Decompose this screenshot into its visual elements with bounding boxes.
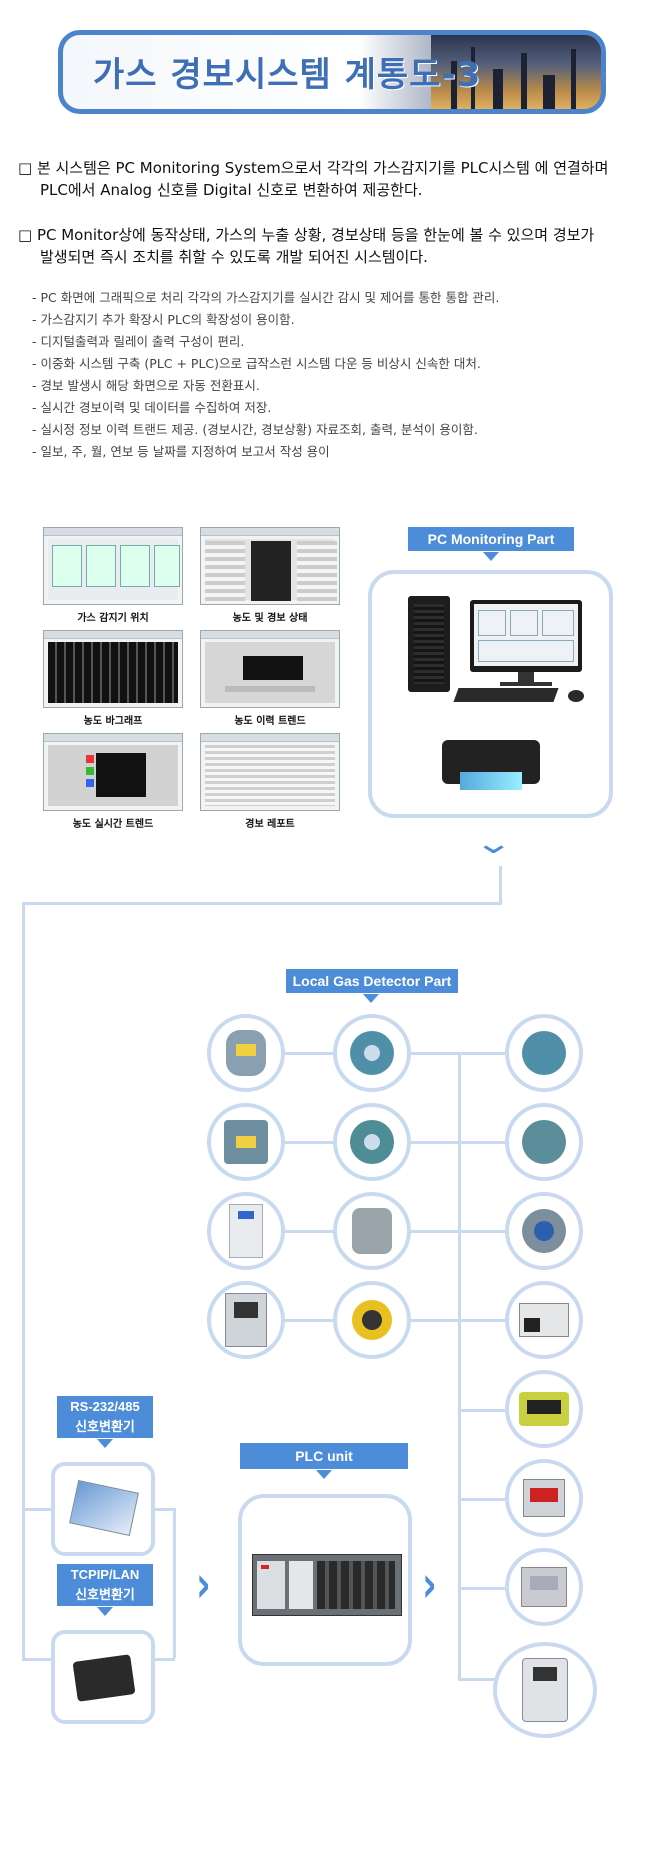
gas-detector-circle	[505, 1281, 583, 1359]
gas-detector-circle	[493, 1642, 597, 1738]
connector-line	[285, 1230, 333, 1233]
screen-caption: 농도 및 경보 상태	[232, 613, 308, 624]
local-detector-label: Local Gas Detector Part	[286, 969, 458, 993]
rs232-label-line-1: RS-232/485	[70, 1399, 140, 1414]
tcpip-converter-label: TCPIP/LAN 신호변환기	[57, 1564, 153, 1606]
connector-line	[458, 1498, 505, 1501]
connector-line	[458, 1587, 505, 1590]
gas-detector-circle	[505, 1548, 583, 1626]
connector-line	[285, 1141, 333, 1144]
rs232-converter-label: RS-232/485 신호변환기	[57, 1396, 153, 1438]
screen-alarm-report	[200, 733, 340, 811]
chevron-right-icon: ›	[422, 1556, 437, 1614]
list-item: - 일보, 주, 월, 연보 등 날짜를 지정하여 보고서 작성 용이	[32, 444, 330, 459]
intro-2-line-1: □ PC Monitor상에 동작상태, 가스의 누출 상황, 경보상태 등을 …	[18, 226, 595, 244]
plc-unit-label: PLC unit	[240, 1443, 408, 1469]
connector-line	[22, 1658, 51, 1661]
gas-detector-circle	[333, 1281, 411, 1359]
connector-line	[22, 1508, 51, 1511]
screen-concentration-history-trend	[200, 630, 340, 708]
pc-monitoring-label: PC Monitoring Part	[408, 527, 574, 551]
list-item: - 이중화 시스템 구축 (PLC + PLC)으로 급작스런 시스템 다운 등…	[32, 356, 481, 371]
gas-detector-circle	[207, 1103, 285, 1181]
pc-monitoring-box	[368, 570, 613, 818]
connector-line	[458, 1409, 505, 1412]
list-item: - 가스감지기 추가 확장시 PLC의 확장성이 용이함.	[32, 312, 295, 327]
gas-detector-circle	[505, 1192, 583, 1270]
screen-caption: 농도 이력 트렌드	[234, 716, 306, 727]
intro-1-line-1: □ 본 시스템은 PC Monitoring System으로서 각각의 가스감…	[18, 159, 609, 177]
feature-list: - PC 화면에 그래픽으로 처리 각각의 가스감지기를 실시간 감시 및 제어…	[32, 287, 499, 463]
gas-detector-circle	[505, 1014, 583, 1092]
connector-line	[155, 1658, 175, 1661]
intro-1-line-2: PLC에서 Analog 신호를 Digital 신호로 변환하여 제공한다.	[40, 181, 423, 199]
chevron-down-icon: ⌄	[473, 826, 514, 861]
screen-concentration-alarm-status	[200, 527, 340, 605]
mouse	[568, 690, 584, 702]
refinery-image	[431, 35, 601, 109]
intro-2-line-2: 발생되면 즉시 조치를 취할 수 있도록 개발 되어진 시스템이다.	[40, 248, 428, 266]
gas-detector-circle	[207, 1014, 285, 1092]
screen-caption: 농도 바그래프	[83, 716, 143, 727]
screen-caption: 경보 레포트	[245, 819, 295, 830]
title-banner: 가스 경보시스템 계통도-3	[58, 30, 606, 114]
gas-detector-circle	[333, 1103, 411, 1181]
arrow-down-icon	[316, 1470, 332, 1479]
list-item: - PC 화면에 그래픽으로 처리 각각의 가스감지기를 실시간 감시 및 제어…	[32, 290, 500, 305]
page-title: 가스 경보시스템 계통도-3	[93, 55, 482, 95]
gas-detector-circle	[333, 1192, 411, 1270]
gas-detector-circle	[333, 1014, 411, 1092]
tcpip-label-line-1: TCPIP/LAN	[70, 1567, 140, 1582]
screen-gas-detector-location	[43, 527, 183, 605]
keyboard	[453, 688, 559, 702]
arrow-down-icon	[483, 552, 499, 561]
connector-line	[458, 1052, 461, 1680]
connector-line	[22, 902, 25, 1660]
list-item: - 디지털출력과 릴레이 출력 구성이 편리.	[32, 334, 245, 349]
tcpip-converter-box	[51, 1630, 155, 1724]
gas-detector-circle	[505, 1103, 583, 1181]
screen-caption: 가스 감지기 위치	[77, 613, 149, 624]
screen-concentration-realtime-trend	[43, 733, 183, 811]
connector-line	[285, 1319, 333, 1322]
pc-tower	[408, 596, 450, 692]
chevron-right-icon: ›	[196, 1556, 211, 1614]
rs232-label-line-2: 신호변환기	[75, 1419, 135, 1434]
gas-detector-circle	[505, 1370, 583, 1448]
connector-line	[173, 1508, 176, 1658]
connector-line	[499, 866, 502, 904]
arrow-down-icon	[363, 994, 379, 1003]
connector-line	[285, 1052, 333, 1055]
list-item: - 실시간 경보이력 및 데이터를 수집하여 저장.	[32, 400, 272, 415]
intro-paragraph-2: □ PC Monitor상에 동작상태, 가스의 누출 상황, 경보상태 등을 …	[18, 224, 594, 268]
arrow-down-icon	[97, 1607, 113, 1616]
list-item: - 경보 발생시 해당 화면으로 자동 전환표시.	[32, 378, 260, 393]
gas-detector-circle	[207, 1192, 285, 1270]
monitor	[470, 600, 582, 672]
tcpip-label-line-2: 신호변환기	[75, 1587, 135, 1602]
gas-detector-circle	[207, 1281, 285, 1359]
plc-device	[252, 1554, 402, 1616]
screen-caption: 농도 실시간 트렌드	[72, 819, 154, 830]
list-item: - 실시정 정보 이력 트랜드 제공. (경보시간, 경보상황) 자료조회, 출…	[32, 422, 478, 437]
tcpip-converter-device	[72, 1654, 136, 1702]
intro-paragraph-1: □ 본 시스템은 PC Monitoring System으로서 각각의 가스감…	[18, 157, 608, 201]
plc-unit-box	[238, 1494, 412, 1666]
rs232-converter-box	[51, 1462, 155, 1556]
gas-detector-circle	[505, 1459, 583, 1537]
printer	[442, 740, 540, 790]
screen-concentration-bargraph	[43, 630, 183, 708]
connector-line	[155, 1508, 175, 1511]
connector-line	[22, 902, 502, 905]
connector-line	[458, 1678, 495, 1681]
arrow-down-icon	[97, 1439, 113, 1448]
rs232-converter-device	[69, 1480, 139, 1536]
